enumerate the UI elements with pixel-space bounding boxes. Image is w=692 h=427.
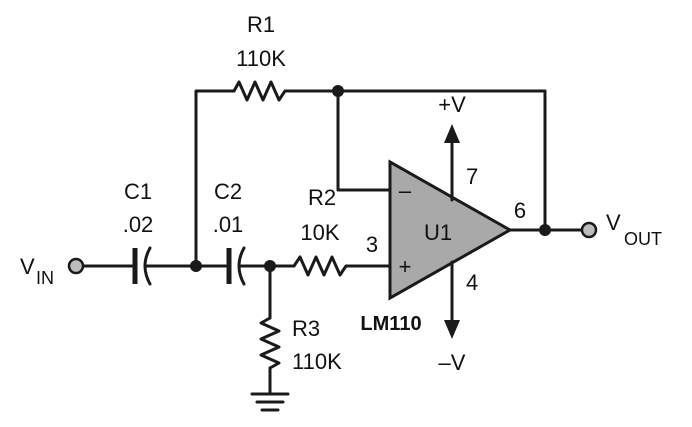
pin-3-label: 3 <box>366 232 378 257</box>
vminus-label: –V <box>439 350 466 375</box>
junction-dot <box>190 260 202 272</box>
c2-value-label: .01 <box>213 212 244 237</box>
r3-value-label: 110K <box>292 349 342 374</box>
pin-4-label: 4 <box>466 270 478 295</box>
r3-ref-label: R3 <box>292 316 320 341</box>
inverting-sign: – <box>399 178 412 203</box>
vplus-arrow <box>444 124 460 202</box>
vin-label: V <box>20 254 35 279</box>
opamp-u1 <box>388 159 514 301</box>
vin-terminal <box>67 257 85 275</box>
r1-ref-label: R1 <box>247 12 275 37</box>
pin-6-label: 6 <box>514 198 526 223</box>
junction-dot <box>539 224 551 236</box>
ground-symbol <box>250 392 290 412</box>
wires <box>81 89 584 396</box>
junction-dot <box>332 85 344 97</box>
u1-ref-label: U1 <box>424 220 452 245</box>
pin-7-label: 7 <box>466 164 478 189</box>
u1-part-label: LM110 <box>360 313 421 335</box>
vminus-arrow <box>444 260 460 339</box>
vout-label: V <box>606 210 621 235</box>
capacitor-c2 <box>218 246 246 286</box>
vout-subscript: OUT <box>624 229 662 249</box>
resistor-r3 <box>259 316 281 370</box>
r2-value-label: 10K <box>300 220 339 245</box>
vout-terminal <box>580 221 598 239</box>
resistor-r1 <box>232 80 292 102</box>
junction-dot <box>264 260 276 272</box>
c2-ref-label: C2 <box>214 179 242 204</box>
c1-ref-label: C1 <box>124 179 152 204</box>
resistor-r2 <box>292 255 352 277</box>
vin-subscript: IN <box>36 268 54 288</box>
noninverting-sign: + <box>399 254 412 279</box>
r1-value-label: 110K <box>236 46 286 71</box>
c1-value-label: .02 <box>123 212 154 237</box>
r2-ref-label: R2 <box>308 185 336 210</box>
vplus-label: +V <box>438 92 466 117</box>
capacitor-c1 <box>124 246 152 286</box>
